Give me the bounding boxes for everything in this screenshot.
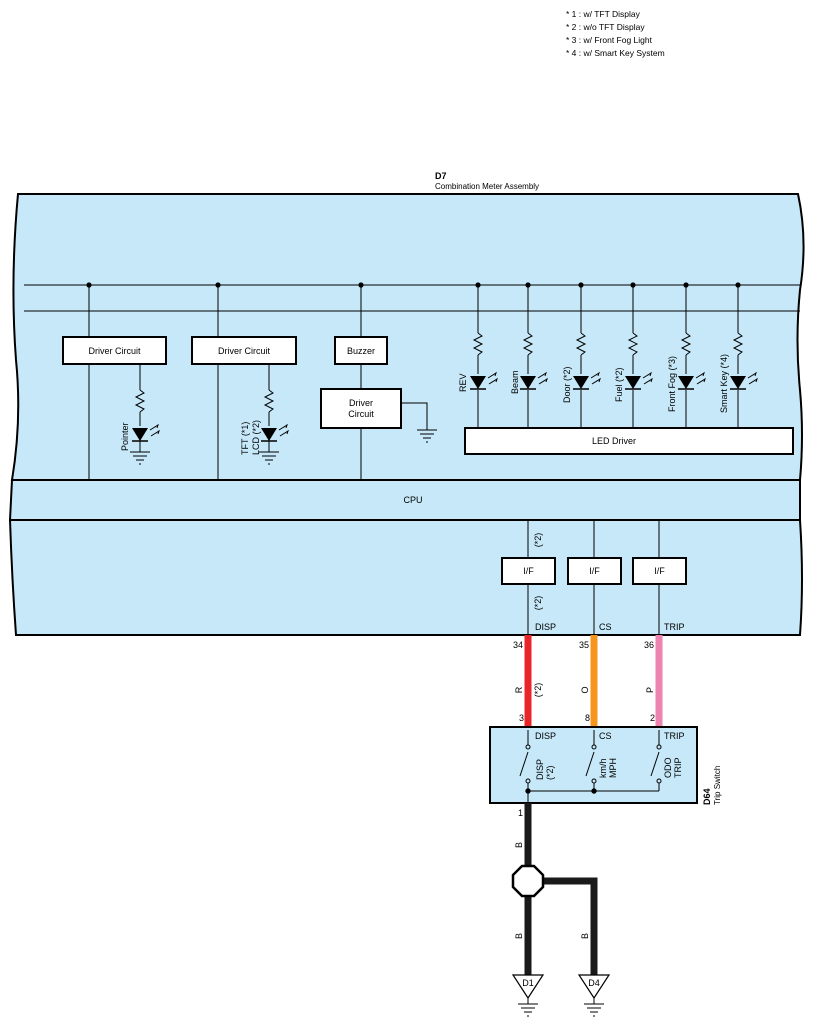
leds xyxy=(132,371,758,452)
indicator-beam: Beam xyxy=(510,370,520,394)
wire-color-b-d1: B xyxy=(514,933,524,939)
indicator-pointer: Pointer xyxy=(120,422,130,451)
buzzer-box xyxy=(334,336,388,365)
resistor-rev xyxy=(472,332,484,356)
ground-wiring xyxy=(511,803,598,975)
footnote-3: * 3 : w/ Front Fog Light xyxy=(566,35,653,45)
resistors xyxy=(134,332,744,426)
indicator-door: Door (*2) xyxy=(562,366,572,403)
switch-contacts xyxy=(519,730,662,803)
if-note-lower: (*2) xyxy=(533,596,543,611)
led-icon xyxy=(261,423,289,452)
indicator-front-fog: Front Fog (*3) xyxy=(667,356,677,412)
led-icon xyxy=(520,371,548,390)
cpu-label: CPU xyxy=(403,495,422,505)
driver-circuit-3-label-2: Circuit xyxy=(348,409,374,419)
led-icon xyxy=(678,371,706,390)
pin-meter-34: 34 xyxy=(513,640,523,650)
wire-color-b-d4: B xyxy=(580,933,590,939)
if-box-cs xyxy=(567,557,622,585)
resistor-door xyxy=(575,332,587,356)
driver-circuit-3-box xyxy=(320,388,402,429)
switch-terminal-disp: DISP xyxy=(535,731,556,741)
driver-circuit-1-label: Driver Circuit xyxy=(88,346,141,356)
footnotes: * 1 : w/ TFT Display * 2 : w/o TFT Displ… xyxy=(566,9,665,58)
switch-kmh-label: km/h xyxy=(598,758,608,778)
resistor-smartkey xyxy=(732,332,744,356)
meter-code: D7 xyxy=(435,171,447,181)
wire-color-b-main: B xyxy=(514,842,524,848)
meter-terminal-disp: DISP xyxy=(535,622,556,632)
resistor-fuel xyxy=(627,332,639,356)
wire-color-r: R xyxy=(514,686,524,693)
driver-circuit-1-box xyxy=(62,336,167,365)
pin-switch-3: 3 xyxy=(519,713,524,723)
if-label-cs: I/F xyxy=(589,566,600,576)
ground-icon xyxy=(417,429,437,443)
switch-disp-label: DISP xyxy=(535,759,545,780)
switch-odo-label: ODO xyxy=(663,757,673,778)
if-note-upper: (*2) xyxy=(533,533,543,548)
if-label-disp: I/F xyxy=(523,566,534,576)
wire-note-disp: (*2) xyxy=(533,683,543,698)
footnote-4: * 4 : w/ Smart Key System xyxy=(566,48,665,58)
pin-switch-8: 8 xyxy=(585,713,590,723)
switch-trip-label: TRIP xyxy=(673,757,683,778)
driver-circuit-2-box xyxy=(191,336,297,365)
pin-meter-36: 36 xyxy=(644,640,654,650)
ground-icon xyxy=(259,451,279,465)
ground-icon xyxy=(130,451,150,465)
internal-wiring xyxy=(88,285,739,635)
indicator-labels: Pointer TFT (*1) LCD (*2) REV Beam Door … xyxy=(120,354,729,455)
meter-name: Combination Meter Assembly xyxy=(435,182,539,191)
resistor-fog xyxy=(680,332,692,356)
if-box-disp xyxy=(501,557,556,585)
splice-point xyxy=(511,864,545,898)
led-icon xyxy=(625,371,653,390)
ground-d4-label: D4 xyxy=(588,978,600,988)
resistor-pointer xyxy=(134,389,146,413)
ground-d1-label: D1 xyxy=(522,978,534,988)
resistor-beam xyxy=(522,332,534,356)
footnote-2: * 2 : w/o TFT Display xyxy=(566,22,645,32)
pin-ground-1: 1 xyxy=(518,808,523,818)
switch-terminal-cs: CS xyxy=(599,731,612,741)
driver-circuit-2-label: Driver Circuit xyxy=(218,346,271,356)
driver-circuit-3-label-1: Driver xyxy=(349,398,373,408)
led-icon xyxy=(132,423,160,452)
trip-switch-name: Trip Switch xyxy=(713,766,722,805)
ground-point-d4 xyxy=(577,974,611,1017)
indicator-tft: TFT (*1) xyxy=(240,422,250,455)
meter-terminal-cs: CS xyxy=(599,622,612,632)
led-icon xyxy=(573,371,601,390)
meter-terminal-trip: TRIP xyxy=(664,622,685,632)
switch-disp-note: (*2) xyxy=(545,765,555,780)
internal-grounds xyxy=(130,429,437,465)
pin-switch-2: 2 xyxy=(650,713,655,723)
led-driver-label: LED Driver xyxy=(592,436,636,446)
led-driver-box xyxy=(464,427,794,455)
indicator-smart-key: Smart Key (*4) xyxy=(719,354,729,413)
switch-mph-label: MPH xyxy=(608,758,618,778)
led-icon xyxy=(730,371,758,390)
meter-upper-band xyxy=(10,193,805,481)
resistor-tft xyxy=(263,389,275,413)
indicator-rev: REV xyxy=(458,373,468,392)
trip-switch-code: D64 xyxy=(702,788,712,805)
if-box-trip xyxy=(632,557,687,585)
wire-color-o: O xyxy=(580,686,590,693)
footnote-1: * 1 : w/ TFT Display xyxy=(566,9,641,19)
led-icon xyxy=(470,371,498,390)
pin-meter-35: 35 xyxy=(579,640,589,650)
if-label-trip: I/F xyxy=(654,566,665,576)
buzzer-label: Buzzer xyxy=(347,346,375,356)
switch-terminal-trip: TRIP xyxy=(664,731,685,741)
indicator-lcd: LCD (*2) xyxy=(251,420,261,455)
wire-color-p: P xyxy=(645,687,655,693)
ground-point-d1 xyxy=(511,974,545,1017)
meter-lower-band xyxy=(8,519,803,636)
indicator-fuel: Fuel (*2) xyxy=(614,367,624,402)
